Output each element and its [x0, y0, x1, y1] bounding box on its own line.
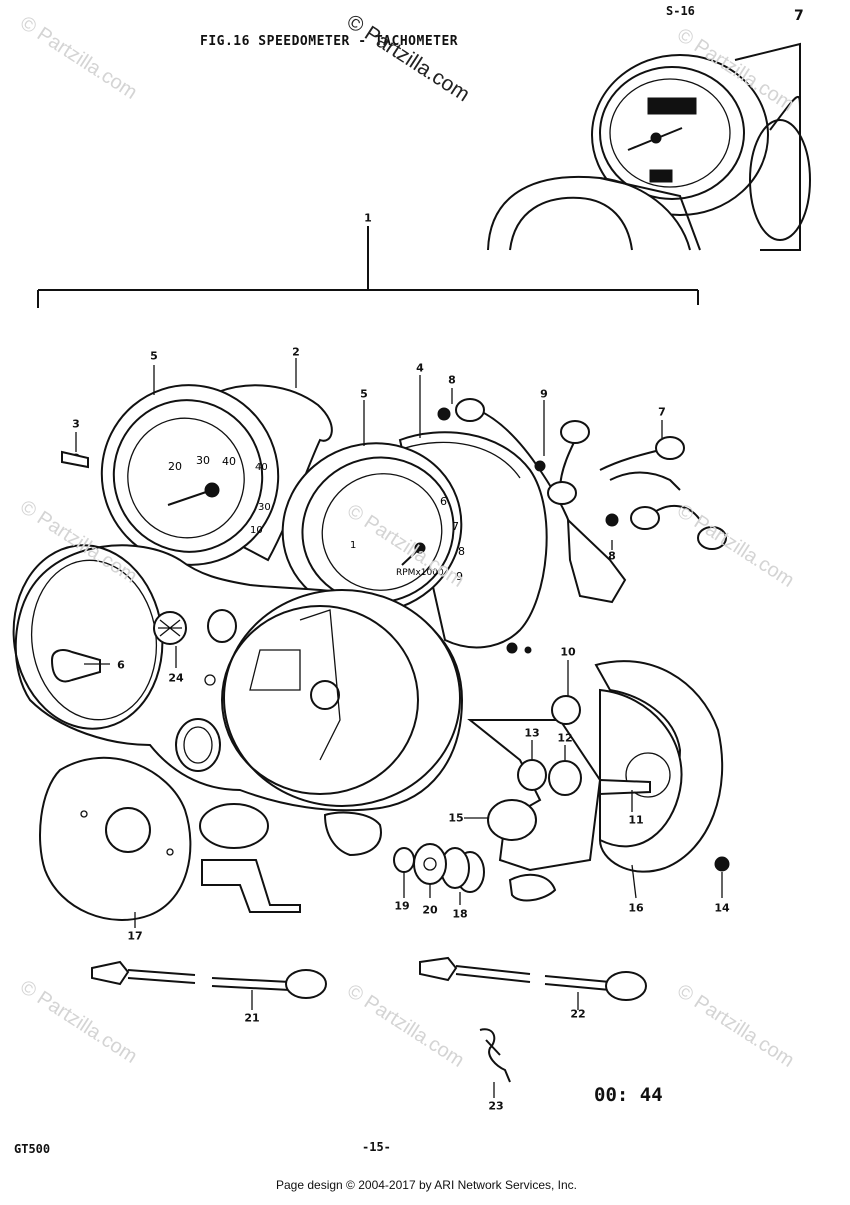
- callout-3: 3: [72, 417, 80, 431]
- handwritten-note: 00: 44: [594, 1084, 663, 1106]
- lower-fittings: [199, 803, 382, 913]
- svg-text:6: 6: [440, 495, 447, 508]
- callout-20: 20: [422, 903, 438, 917]
- svg-text:30: 30: [196, 454, 210, 467]
- svg-text:10: 10: [250, 525, 263, 536]
- svg-text:40: 40: [255, 462, 268, 473]
- svg-text:20: 20: [168, 460, 182, 473]
- callout-18: 18: [452, 907, 468, 921]
- reference-label: S-16: [666, 4, 695, 18]
- callout-19: 19: [394, 899, 410, 913]
- callout-5-left: 5: [150, 349, 158, 363]
- copyright-footer: Page design © 2004-2017 by ARI Network S…: [276, 1178, 578, 1192]
- figure-title: FIG.16 SPEEDOMETER - TACHOMETER: [200, 34, 459, 49]
- callout-2: 2: [292, 345, 300, 359]
- washer-stack: [393, 843, 485, 893]
- svg-text:7: 7: [452, 520, 459, 533]
- callout-4: 4: [416, 361, 424, 375]
- page-number: -15-: [362, 1140, 391, 1154]
- part-23-clamp: [479, 1028, 511, 1083]
- part-3-screw: [61, 450, 89, 469]
- part-16-cover-and-bracket: [467, 642, 730, 902]
- svg-text:1: 1: [350, 540, 356, 551]
- svg-text:9: 9: [456, 570, 463, 583]
- callout-7: 7: [658, 405, 666, 419]
- assembly-bracket: [37, 226, 699, 308]
- model-label: GT500: [14, 1142, 51, 1156]
- svg-text:40: 40: [222, 455, 236, 468]
- svg-text:RPMx1000: RPMx1000: [396, 568, 444, 578]
- callout-24: 24: [168, 671, 184, 685]
- callout-23: 23: [488, 1099, 504, 1113]
- callout-8-top: 8: [448, 373, 456, 387]
- callout-11: 11: [628, 813, 644, 827]
- svg-text:30: 30: [258, 502, 271, 513]
- callout-1: 1: [364, 211, 372, 225]
- callout-17: 17: [127, 929, 143, 943]
- callout-15: 15: [448, 811, 464, 825]
- svg-text:8: 8: [458, 545, 465, 558]
- drive-cables: [91, 956, 647, 1001]
- callout-9: 9: [540, 387, 548, 401]
- wiring-harness: [61, 398, 727, 604]
- callout-14: 14: [714, 901, 730, 915]
- callout-6: 6: [117, 658, 125, 672]
- main-meter-housing: [12, 544, 464, 812]
- callout-10: 10: [560, 645, 576, 659]
- part-17-back-cover: [39, 756, 192, 921]
- reference-number: 7: [794, 8, 804, 24]
- part-5-tachometer-left: 20 30 40 40 30 10: [100, 384, 280, 566]
- callout-12: 12: [557, 731, 573, 745]
- callout-16: 16: [628, 901, 644, 915]
- callout-22: 22: [570, 1007, 586, 1021]
- callout-21: 21: [244, 1011, 260, 1025]
- part-6-indicator-socket: [50, 649, 101, 683]
- callout-leaders: [75, 358, 723, 1098]
- callout-5-center: 5: [360, 387, 368, 401]
- callout-8-bottom: 8: [608, 549, 616, 563]
- callout-13: 13: [524, 726, 540, 740]
- inset-assembly-drawing: [487, 42, 811, 251]
